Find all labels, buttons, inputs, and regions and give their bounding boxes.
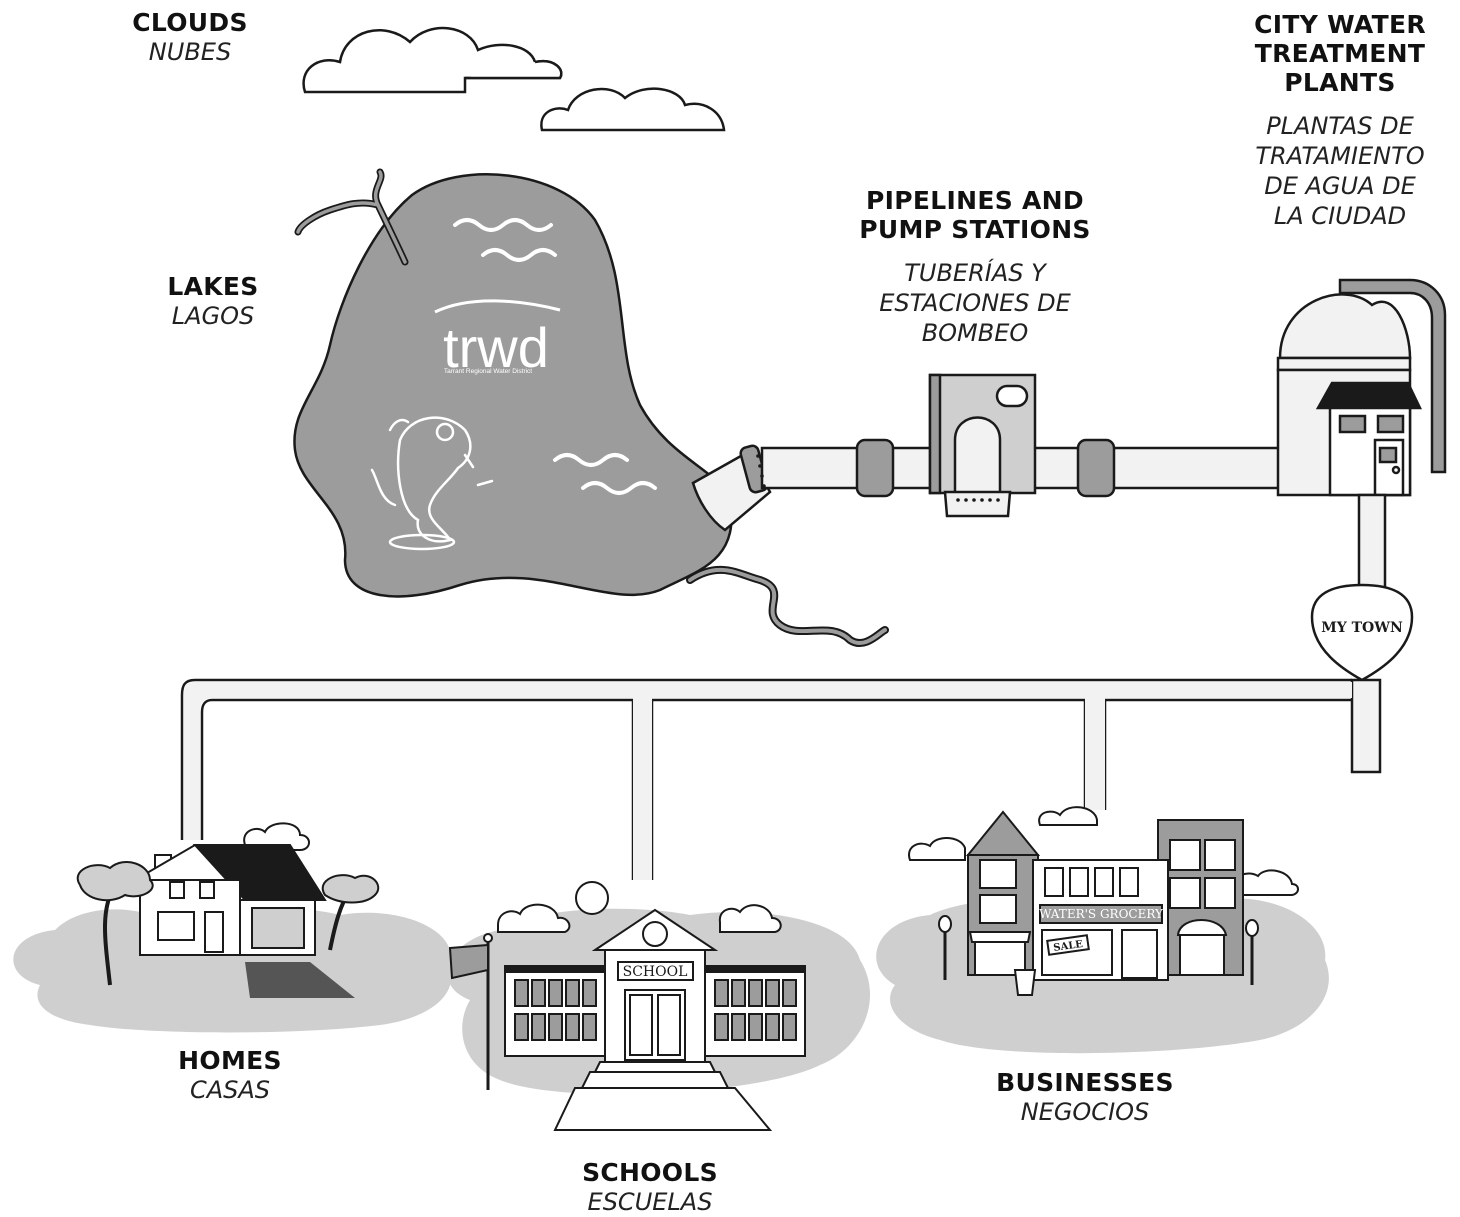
homes-subtitle: CASAS xyxy=(189,1076,271,1104)
treatment-title-3: PLANTS xyxy=(1284,68,1396,97)
pipeline-illustration xyxy=(691,373,1284,532)
treatment-plant-illustration: MY TOWN xyxy=(1276,278,1447,774)
treatment-subtitle-3: DE AGUA DE xyxy=(1264,172,1416,200)
grocery-sign: WATER'S GROCERY xyxy=(1039,907,1164,921)
pipelines-title-2: PUMP STATIONS xyxy=(859,215,1091,244)
treatment-subtitle-4: LA CIUDAD xyxy=(1273,202,1407,230)
pipelines-label: PIPELINES AND PUMP STATIONS TUBERÍAS Y E… xyxy=(845,186,1105,348)
businesses-illustration: WATER'S GROCERY SALE xyxy=(876,806,1329,1054)
treatment-subtitle-1: PLANTAS DE xyxy=(1266,112,1414,140)
logo-swoosh xyxy=(434,299,561,314)
clouds-illustration xyxy=(302,26,726,132)
businesses-subtitle: NEGOCIOS xyxy=(1020,1098,1150,1126)
pipelines-subtitle-3: BOMBEO xyxy=(921,319,1029,347)
trwd-logo-tagline: Tarrant Regional Water District xyxy=(444,368,532,375)
pipelines-title-1: PIPELINES AND xyxy=(866,186,1084,215)
sale-sign: SALE xyxy=(1053,939,1084,954)
treatment-title-1: CITY WATER xyxy=(1254,10,1426,39)
fish-icon xyxy=(370,416,494,551)
school-illustration: SCHOOL xyxy=(447,881,871,1131)
pipelines-subtitle-1: TUBERÍAS Y xyxy=(904,259,1046,287)
lakes-title: LAKES xyxy=(167,272,259,301)
homes-title: HOMES xyxy=(178,1046,282,1075)
schools-title: SCHOOLS xyxy=(582,1158,718,1187)
businesses-label: BUSINESSES NEGOCIOS xyxy=(985,1068,1185,1127)
treatment-subtitle-2: TRATAMIENTO xyxy=(1255,142,1425,170)
treatment-label: CITY WATER TREATMENT PLANTS PLANTAS DE T… xyxy=(1230,10,1450,231)
homes-label: HOMES CASAS xyxy=(150,1046,310,1105)
school-sign: SCHOOL xyxy=(623,964,688,980)
clouds-title: CLOUDS xyxy=(132,8,248,37)
tower-sign: MY TOWN xyxy=(1321,620,1403,636)
schools-subtitle: ESCUELAS xyxy=(587,1188,713,1216)
lake-illustration: trwd Tarrant Regional Water District xyxy=(293,168,889,647)
treatment-title-2: TREATMENT xyxy=(1254,39,1426,68)
trwd-logo: trwd xyxy=(443,316,549,379)
schools-label: SCHOOLS ESCUELAS xyxy=(570,1158,730,1217)
lakes-subtitle: LAGOS xyxy=(171,302,255,330)
businesses-title: BUSINESSES xyxy=(996,1068,1174,1097)
clouds-subtitle: NUBES xyxy=(148,38,232,66)
clouds-label: CLOUDS NUBES xyxy=(110,8,270,67)
pipelines-subtitle-2: ESTACIONES DE xyxy=(879,289,1071,317)
homes-illustration xyxy=(13,822,452,1033)
lakes-label: LAKES LAGOS xyxy=(148,272,278,331)
